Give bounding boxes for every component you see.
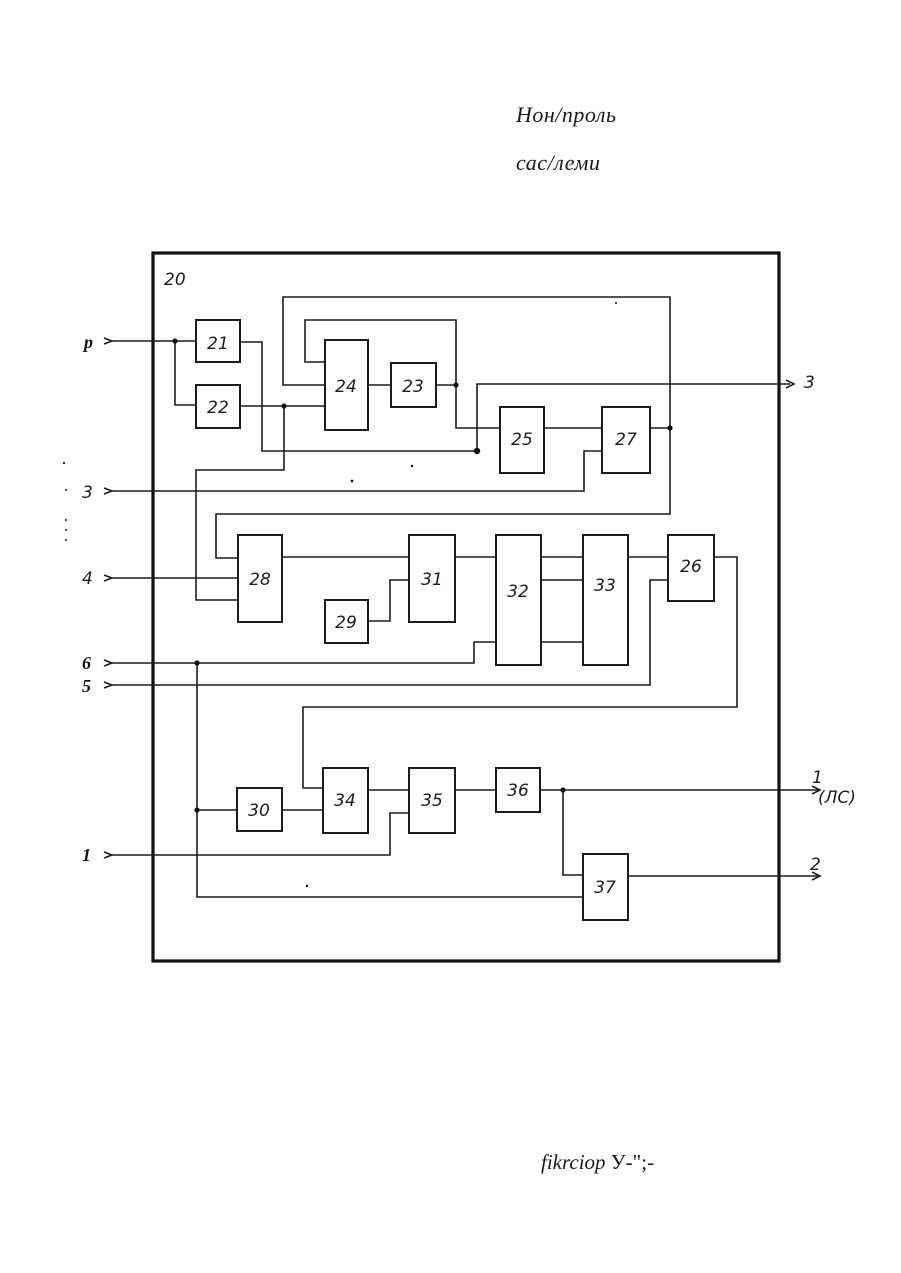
block-34: 34 — [323, 768, 368, 833]
block-34-label: 34 — [334, 791, 356, 811]
input-label-5: 5 — [82, 676, 91, 696]
block-21: 21 — [196, 320, 240, 362]
footer-text: fikrciop У-";- — [541, 1150, 654, 1175]
block-25-label: 25 — [511, 430, 533, 450]
input-label-4: 4 — [82, 569, 93, 589]
input-label-1: 1 — [82, 845, 91, 865]
block-29-label: 29 — [335, 613, 357, 633]
output-label-2: 2 — [810, 855, 821, 875]
block-32-label: 32 — [507, 582, 529, 602]
block-23-label: 23 — [402, 377, 424, 397]
output-label-ls: (ЛС) — [818, 788, 856, 808]
block-37: 37 — [583, 854, 628, 920]
footer-rest: У-";- — [606, 1150, 655, 1174]
block-31: 31 — [409, 535, 455, 622]
block-28-label: 28 — [249, 570, 271, 590]
frame-label: 20 — [164, 270, 186, 290]
block-22: 22 — [196, 385, 240, 428]
block-30: 30 — [237, 788, 282, 831]
output-label-3: 3 — [804, 373, 815, 393]
footer-italic: fikrciop — [541, 1150, 606, 1174]
block-36-label: 36 — [507, 781, 529, 801]
block-25: 25 — [500, 407, 544, 473]
block-26-label: 26 — [680, 557, 702, 577]
input-label-3: 3 — [82, 483, 93, 503]
block-35-label: 35 — [421, 791, 443, 811]
block-29: 29 — [325, 600, 368, 643]
block-24: 24 — [325, 340, 368, 430]
input-label-6: 6 — [82, 653, 91, 673]
block-33: 33 — [583, 535, 628, 665]
block-28: 28 — [238, 535, 282, 622]
block-27: 27 — [602, 407, 650, 473]
output-label-1: 1 — [812, 768, 823, 788]
block-23: 23 — [391, 363, 436, 407]
block-33-label: 33 — [594, 576, 616, 596]
input-label-p: p — [82, 332, 93, 352]
block-27-label: 27 — [615, 430, 637, 450]
block-21-label: 21 — [207, 334, 229, 354]
block-24-label: 24 — [335, 377, 357, 397]
block-22-label: 22 — [207, 398, 229, 418]
block-26: 26 — [668, 535, 714, 601]
block-30-label: 30 — [248, 801, 270, 821]
block-37-label: 37 — [594, 878, 616, 898]
block-31-label: 31 — [421, 570, 443, 590]
block-35: 35 — [409, 768, 455, 833]
block-32: 32 — [496, 535, 541, 665]
block-36: 36 — [496, 768, 540, 812]
